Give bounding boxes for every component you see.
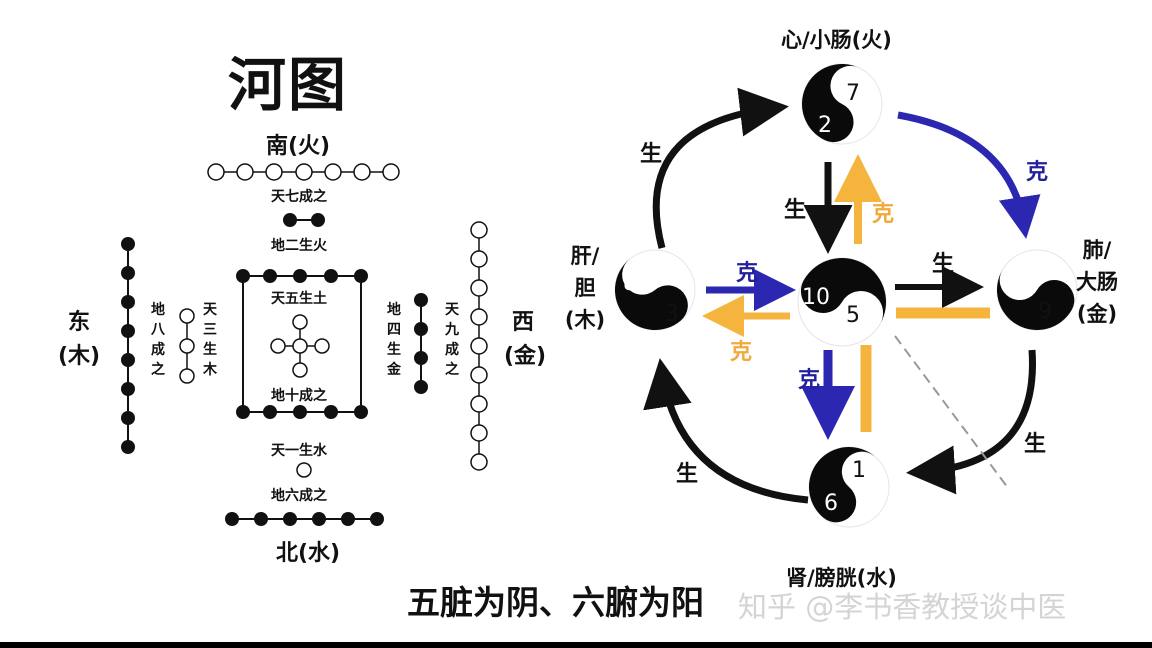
earth-num-left: 10	[802, 285, 830, 310]
south-open-dots	[207, 163, 400, 181]
hetu-title: 河图	[228, 51, 349, 119]
west-inner-label: 地四生金	[387, 302, 401, 378]
center-bottom-label: 地十成之	[271, 388, 327, 404]
sheng-label-water-wood: 生	[676, 462, 699, 487]
fire-num-top: 7	[846, 81, 860, 106]
earth-taiji-icon	[781, 241, 903, 363]
water-num-bottom: 6	[824, 491, 838, 516]
center-top-label: 天五生土	[271, 291, 327, 307]
fire-taiji-icon	[788, 50, 896, 158]
west-outer-label: 天九成之	[445, 302, 459, 378]
east-inner-label: 天三生木	[203, 302, 217, 378]
hetu-diagram	[121, 163, 488, 526]
ke-label-wood-earth: 克	[736, 261, 759, 286]
sheng-arrow-metal-water	[906, 349, 1036, 495]
sheng-arrow-wood-fire	[652, 87, 789, 249]
ke-label-earth-water: 克	[798, 368, 821, 393]
earth-num-right: 5	[846, 303, 860, 328]
sheng-label-metal-water: 生	[1024, 432, 1047, 457]
metal-num-bottom: 9	[1038, 299, 1052, 324]
bottom-border	[0, 642, 1152, 648]
south-outer-label: 天七成之	[271, 189, 327, 205]
south-inner-label: 地二生火	[271, 238, 327, 254]
fire-num-bottom: 2	[818, 113, 832, 138]
east-open-dots	[179, 308, 195, 384]
wood-num-left: 8	[623, 271, 637, 296]
wuxing-diagram: 7 2 10 5 8 3 4 9 1 6	[598, 50, 1093, 544]
south-label: 南(火)	[266, 134, 331, 159]
center-filled-dots	[236, 269, 368, 419]
sheng-label-earth-metal: 生	[932, 252, 955, 277]
west-element-label: (金)	[504, 344, 547, 369]
ke-label-fire-metal: 克	[1026, 160, 1049, 185]
east-outer-label: 地八成之	[151, 302, 165, 378]
wood-organ-label: 肝/胆(木)	[564, 244, 606, 332]
wood-taiji-icon	[598, 233, 712, 347]
ke-arrow-fire-metal	[897, 111, 1041, 239]
caption-text: 五脏为阴、六腑为阳	[407, 583, 704, 622]
water-num-top: 1	[852, 458, 866, 483]
north-label: 北(水)	[276, 541, 341, 566]
ke-label-earth-fire: 克	[872, 202, 895, 227]
north-filled-dots	[225, 512, 384, 526]
east-element-label: (木)	[58, 344, 101, 369]
metal-organ-label: 肺/大肠(金)	[1076, 238, 1118, 326]
north-outer-label: 地六成之	[271, 488, 327, 504]
north-inner-label: 天一生水	[271, 443, 327, 459]
center-open-dots	[270, 314, 330, 378]
sheng-label-wood-fire: 生	[640, 142, 663, 167]
sheng-label-fire-earth: 生	[784, 198, 807, 223]
water-organ-label: 肾/膀胱(水)	[786, 566, 897, 590]
west-filled-dots	[414, 293, 428, 394]
water-taiji-icon	[792, 430, 906, 544]
watermark-text: 知乎 @李书香教授谈中医	[738, 590, 1067, 624]
west-label: 西	[512, 310, 535, 335]
wood-num-right: 3	[665, 302, 679, 327]
fire-organ-label: 心/小肠(火)	[781, 28, 892, 52]
east-label: 东	[68, 310, 91, 335]
ke-label-earth-wood: 克	[730, 340, 753, 365]
metal-num-top: 4	[1008, 267, 1022, 292]
east-filled-dots	[121, 237, 135, 454]
sheng-arrow-water-wood	[643, 358, 809, 504]
west-open-dots	[470, 221, 488, 471]
